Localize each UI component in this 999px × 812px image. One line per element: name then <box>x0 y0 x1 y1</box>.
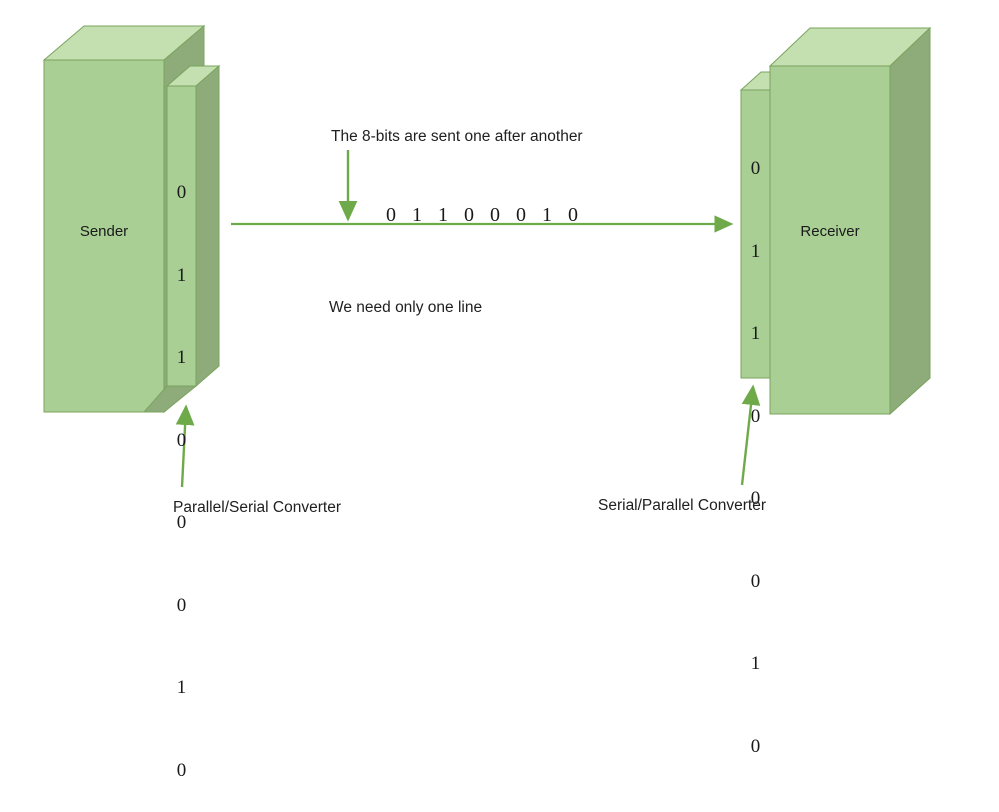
sender-converter-up-arrow <box>175 404 195 488</box>
sender-converter-label: Parallel/Serial Converter <box>173 499 341 516</box>
sender-converter-block <box>142 64 221 413</box>
receiver-label: Receiver <box>800 223 860 240</box>
receiver-bit: 1 <box>750 240 761 262</box>
receiver-bit: 0 <box>750 158 761 179</box>
sender-bit-column: 0 1 1 0 0 0 1 0 <box>167 124 196 812</box>
receiver-bit: 1 <box>750 323 761 344</box>
diagram-canvas <box>42 24 932 488</box>
receiver-converter-block <box>739 71 792 379</box>
sender-converter-front-face <box>166 85 197 387</box>
sender-label: Sender <box>79 223 129 240</box>
stream-headline: The 8-bits are sent one after another <box>331 128 583 145</box>
receiver-bit: 0 <box>750 735 761 757</box>
receiver-converter-front-face <box>740 89 771 379</box>
sender-bit: 1 <box>176 347 187 368</box>
sender-converter-bottom-bevel <box>142 385 198 413</box>
sender-bit: 0 <box>176 182 187 203</box>
receiver-bit: 0 <box>750 570 761 592</box>
sender-block-front-face <box>43 59 165 413</box>
sender-bit: 0 <box>176 512 187 533</box>
receiver-block <box>768 26 932 416</box>
stream-bit: 1 <box>542 204 552 226</box>
one-line-note: We need only one line <box>329 299 483 316</box>
stream-bit: 1 <box>438 204 448 226</box>
sender-bit: 0 <box>176 594 187 616</box>
stream-bit: 0 <box>386 204 396 226</box>
stream-bit: 0 <box>568 204 578 226</box>
sender-bit: 0 <box>176 759 187 781</box>
receiver-bit: 1 <box>750 653 761 674</box>
receiver-block-side-face <box>889 26 931 416</box>
receiver-bit: 0 <box>750 488 761 509</box>
sender-converter-side-face <box>195 64 220 388</box>
stream-bit: 1 <box>412 204 422 226</box>
sender-bit: 1 <box>176 677 187 698</box>
stream-bit: 0 <box>464 204 474 226</box>
receiver-converter-up-arrow <box>740 384 761 486</box>
sender-bit: 1 <box>176 264 187 286</box>
stream-bit: 0 <box>490 204 500 226</box>
receiver-block-front-face <box>769 65 891 415</box>
stream-bit: 0 <box>516 204 526 226</box>
sender-bit: 0 <box>176 429 187 451</box>
receiver-converter-label: Serial/Parallel Converter <box>598 497 766 514</box>
receiver-bit-column: 0 1 1 0 0 0 1 0 <box>741 100 770 788</box>
receiver-bit: 0 <box>750 405 761 427</box>
